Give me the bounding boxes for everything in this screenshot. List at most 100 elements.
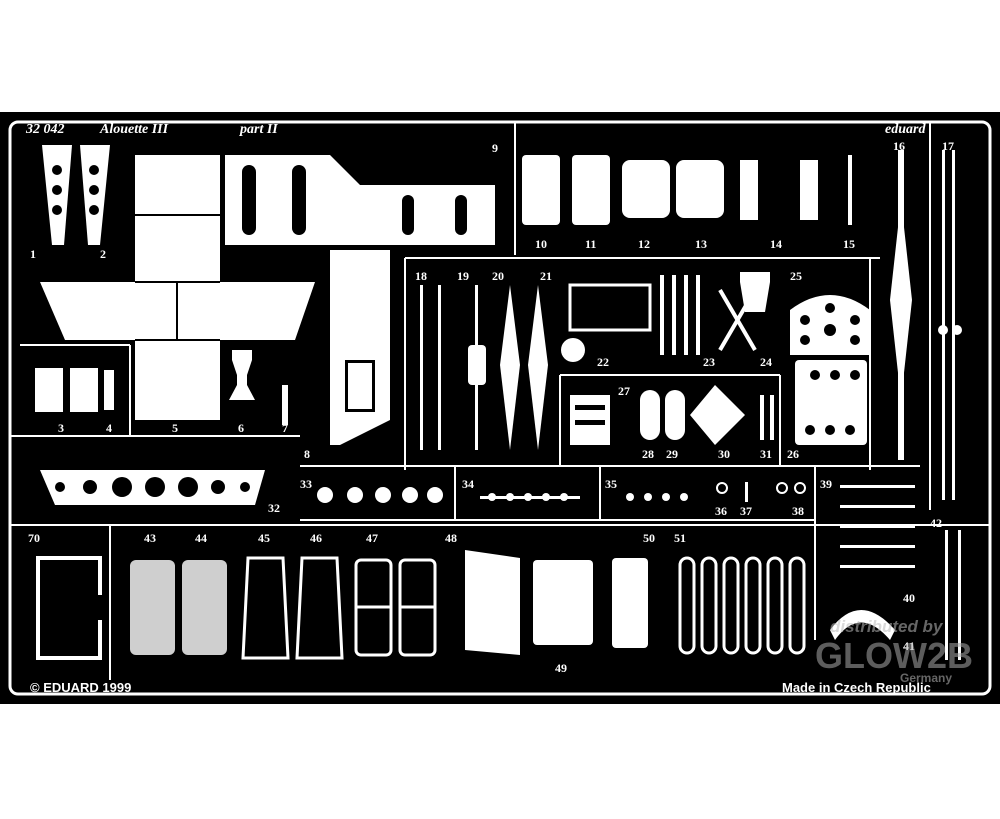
sheet-code: 32 042	[25, 122, 65, 137]
part-label: 17	[942, 139, 954, 153]
part-8-panel	[330, 250, 390, 445]
part-label: 32	[268, 501, 280, 515]
part-label: 14	[770, 237, 782, 251]
part-label: 8	[304, 447, 310, 461]
origin-text: Made in Czech Republic	[782, 680, 931, 695]
part-38-ring	[776, 482, 806, 494]
part-25-instrument-panel	[790, 295, 870, 355]
part-43-mesh	[130, 560, 175, 655]
part-39-levers	[840, 485, 915, 568]
part-10-panel	[522, 155, 560, 225]
part-27-item	[570, 395, 610, 445]
part-21-rod	[528, 285, 548, 450]
part-label: 45	[258, 531, 270, 545]
part-label: 3	[58, 421, 64, 435]
part-19-rod	[468, 285, 486, 450]
part-28-item	[640, 390, 660, 440]
part-label: 9	[492, 141, 498, 155]
part-label: 2	[100, 247, 106, 261]
part-label: 21	[540, 269, 552, 283]
part-label: 30	[718, 447, 730, 461]
part-label: 42	[930, 516, 942, 530]
watermark-line3: Germany	[900, 671, 952, 685]
part-label: 19	[457, 269, 469, 283]
part-24-item	[718, 272, 770, 352]
part-label: 11	[585, 237, 596, 251]
part-label: 51	[674, 531, 686, 545]
part-13-panel	[676, 160, 724, 218]
part-label: 24	[760, 355, 772, 369]
part-label: 29	[666, 447, 678, 461]
part-label: 43	[144, 531, 156, 545]
part-15-item	[848, 155, 852, 225]
part-label: 25	[790, 269, 802, 283]
part-label: 48	[445, 531, 457, 545]
part-label: 5	[172, 421, 178, 435]
part-label: 34	[462, 477, 474, 491]
fret-dividers	[10, 122, 990, 680]
part-5-panel	[40, 155, 315, 420]
part-45-frame	[241, 556, 290, 660]
part-17-rod	[938, 150, 962, 500]
part-label: 28	[642, 447, 654, 461]
distributor-watermark: distributed by GLOW2B Germany	[815, 617, 973, 685]
part-9-panel	[225, 155, 495, 245]
part-label: 27	[618, 384, 630, 398]
part-label: 1	[30, 247, 36, 261]
fret-frame	[8, 120, 992, 696]
part-1-strip	[42, 145, 72, 245]
part-14-item	[740, 160, 818, 220]
watermark-line1: distributed by	[830, 617, 944, 636]
part-51-clips	[678, 556, 806, 655]
part-label: 37	[740, 504, 752, 518]
part-label: 7	[282, 421, 288, 435]
part-16-rod	[890, 150, 912, 460]
part-34-knobs	[480, 493, 580, 501]
part-label: 46	[310, 531, 322, 545]
part-label: 49	[555, 661, 567, 675]
part-42-rods	[945, 530, 961, 660]
part-label: 33	[300, 477, 312, 491]
part-label: 70	[28, 531, 40, 545]
part-label: 10	[535, 237, 547, 251]
part-4-item	[104, 370, 114, 410]
part-11-panel	[572, 155, 610, 225]
part-label: 36	[715, 504, 727, 518]
part-47-windows	[354, 558, 437, 657]
brand-logo: eduard	[885, 122, 926, 137]
part-50-panel	[612, 558, 648, 648]
part-22-item	[561, 283, 652, 362]
part-70-frame	[36, 556, 108, 660]
part-label: 38	[792, 504, 804, 518]
part-label: 26	[787, 447, 799, 461]
part-label: 31	[760, 447, 772, 461]
part-23-item	[660, 275, 700, 355]
part-35-knobs	[626, 493, 688, 501]
sheet-title: Alouette III	[99, 122, 169, 137]
part-7-item	[282, 385, 288, 425]
part-46-frame	[295, 556, 344, 660]
part-label: 6	[238, 421, 244, 435]
part-label: 23	[703, 355, 715, 369]
part-label: 41	[903, 639, 915, 653]
part-18-rod	[420, 285, 441, 450]
part-44-mesh	[182, 560, 227, 655]
part-12-panel	[622, 160, 670, 218]
part-26-console	[795, 360, 867, 445]
part-label: 47	[366, 531, 378, 545]
part-label: 40	[903, 591, 915, 605]
copyright-text: © EDUARD 1999	[30, 680, 131, 695]
part-3-item	[35, 368, 98, 412]
part-33-dials	[317, 487, 443, 503]
watermark-line2: GLOW2B	[815, 635, 973, 676]
part-label: 18	[415, 269, 427, 283]
part-32-strip	[40, 470, 265, 505]
part-label: 15	[843, 237, 855, 251]
part-label: 4	[106, 421, 112, 435]
part-49-panel	[533, 560, 593, 645]
part-36-ring	[716, 482, 728, 494]
part-label: 44	[195, 531, 207, 545]
part-label: 13	[695, 237, 707, 251]
part-6-item	[229, 350, 255, 400]
